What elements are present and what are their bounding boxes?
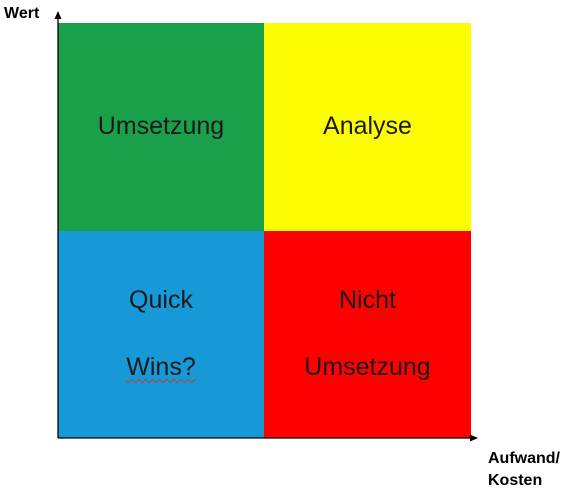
x-axis-label-line-1: Aufwand/ [488, 450, 560, 467]
quadrant-bottom-right-line-2: Umsetzung [304, 353, 431, 382]
quadrant-top-left-label: Umsetzung [97, 112, 225, 141]
x-axis-label-line-2: Kosten [488, 471, 543, 489]
quadrant-bottom-right: Nicht Umsetzung [264, 231, 471, 438]
quadrant-top-right-label: Analyse [323, 112, 412, 141]
y-axis-label: Wert [4, 5, 40, 22]
quadrant-top-left: Umsetzung [58, 23, 264, 231]
y-axis-arrow-icon [54, 11, 62, 19]
x-axis-label: Aufwand/ Kosten [488, 448, 560, 491]
x-axis-arrow-icon [470, 434, 478, 442]
quadrant-bottom-left-line-2: Wins? [126, 353, 196, 382]
quadrant-top-right: Analyse [264, 23, 471, 231]
quadrant-bottom-right-line-1: Nicht [339, 285, 396, 314]
quadrant-bottom-left: Quick Wins? [58, 231, 264, 438]
quadrant-bottom-right-label: Nicht Umsetzung [304, 250, 430, 419]
quadrant-bottom-left-line-1: Quick [129, 285, 193, 314]
quadrant-bottom-left-label: Quick Wins? [126, 250, 195, 419]
